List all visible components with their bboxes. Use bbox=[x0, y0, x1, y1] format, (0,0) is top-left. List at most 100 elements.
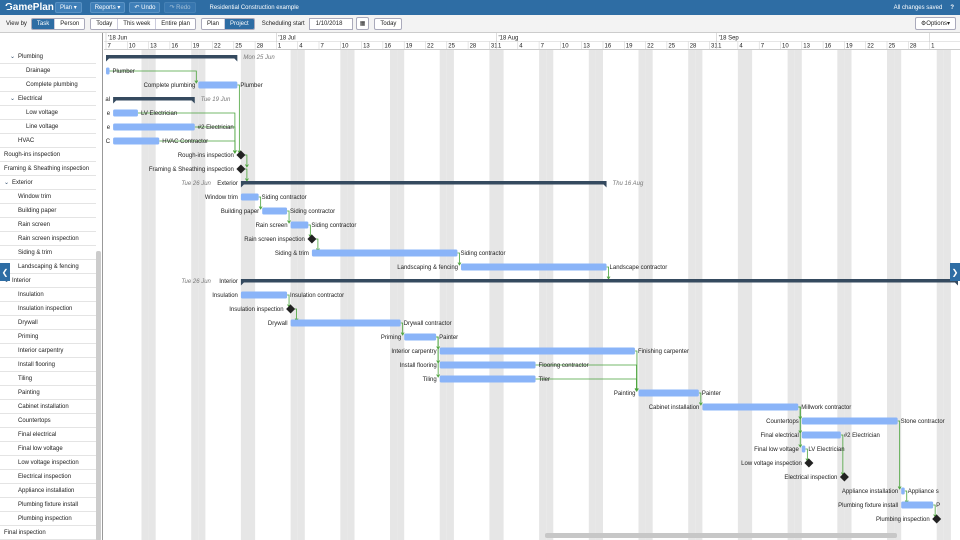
task-row[interactable]: Building paper bbox=[0, 204, 96, 218]
expand-caret-icon[interactable]: ⌄ bbox=[4, 180, 10, 186]
scroll-left-arrow[interactable]: ❮ bbox=[0, 263, 10, 281]
task-bar[interactable] bbox=[106, 67, 110, 75]
task-row[interactable]: ⌄Exterior bbox=[0, 176, 96, 190]
task-row[interactable]: Install flooring bbox=[0, 358, 96, 372]
task-row[interactable]: Line voltage bbox=[0, 120, 96, 134]
task-bar[interactable] bbox=[262, 207, 288, 215]
task-bar[interactable] bbox=[801, 431, 841, 439]
milestone-diamond[interactable] bbox=[286, 304, 296, 314]
task-row[interactable]: Drainage bbox=[0, 64, 96, 78]
view-by-person-button[interactable]: Person bbox=[55, 18, 85, 29]
dependency-link bbox=[159, 140, 237, 154]
task-row[interactable]: Plumbing fixture install bbox=[0, 498, 96, 512]
milestone-diamond[interactable] bbox=[932, 514, 942, 524]
task-row[interactable]: Priming bbox=[0, 330, 96, 344]
entire-plan-button[interactable]: Entire plan bbox=[156, 18, 195, 29]
task-row[interactable]: Framing & Sheathing inspection bbox=[0, 162, 96, 176]
bar-label-left: Interior carpentry bbox=[391, 349, 436, 355]
task-row[interactable]: ⌄Plumbing bbox=[0, 50, 96, 64]
task-bar[interactable] bbox=[198, 81, 238, 89]
summary-bar[interactable] bbox=[106, 55, 238, 59]
summary-bar[interactable] bbox=[240, 279, 958, 283]
task-row[interactable]: Rough-ins inspection bbox=[0, 148, 96, 162]
task-row[interactable]: Rain screen inspection bbox=[0, 232, 96, 246]
timeline-scrollbar[interactable] bbox=[545, 533, 897, 538]
today-range-button[interactable]: Today bbox=[91, 18, 119, 29]
task-bar[interactable] bbox=[113, 137, 160, 145]
task-row[interactable]: Siding & trim bbox=[0, 246, 96, 260]
task-row[interactable]: Plumbing inspection bbox=[0, 512, 96, 526]
task-row[interactable]: Countertops bbox=[0, 414, 96, 428]
task-bar[interactable] bbox=[702, 403, 799, 411]
help-button[interactable]: ? bbox=[950, 4, 954, 11]
task-bar[interactable] bbox=[461, 263, 607, 271]
bar-label-right: Drywall contractor bbox=[404, 321, 452, 327]
task-row[interactable]: Final electrical bbox=[0, 428, 96, 442]
task-bar[interactable] bbox=[113, 109, 138, 117]
calendar-button[interactable]: ▦ bbox=[355, 17, 370, 30]
task-row[interactable]: Low voltage inspection bbox=[0, 456, 96, 470]
expand-caret-icon[interactable]: ⌄ bbox=[10, 96, 16, 102]
project-view-button[interactable]: Project bbox=[225, 18, 254, 29]
milestone-diamond[interactable] bbox=[839, 472, 849, 482]
milestone-diamond[interactable] bbox=[307, 234, 317, 244]
today-button[interactable]: Today bbox=[374, 17, 403, 30]
task-bar[interactable] bbox=[801, 417, 898, 425]
day-label: 1 bbox=[278, 44, 282, 50]
expand-caret-icon[interactable]: ⌄ bbox=[10, 54, 16, 60]
task-row[interactable]: Electrical inspection bbox=[0, 470, 96, 484]
view-by-task-button[interactable]: Task bbox=[31, 18, 56, 29]
task-row[interactable]: Window trim bbox=[0, 190, 96, 204]
task-row[interactable]: Painting bbox=[0, 386, 96, 400]
task-bar[interactable] bbox=[439, 375, 536, 383]
plan-view-button[interactable]: Plan bbox=[201, 18, 225, 29]
reports-menu-button[interactable]: Reports ▾ bbox=[89, 2, 126, 13]
task-bar[interactable] bbox=[439, 347, 635, 355]
expand-caret-icon[interactable]: ⌄ bbox=[4, 278, 10, 284]
bar-label-left: Cabinet installation bbox=[649, 405, 700, 411]
task-bar[interactable] bbox=[404, 333, 437, 341]
redo-button[interactable]: ↷ Redo bbox=[164, 2, 196, 13]
task-bar[interactable] bbox=[638, 389, 699, 397]
task-row[interactable]: Interior carpentry bbox=[0, 344, 96, 358]
this-week-button[interactable]: This week bbox=[118, 18, 157, 29]
task-bar[interactable] bbox=[439, 361, 536, 369]
scheduling-start-input[interactable]: 1/10/2018 bbox=[308, 17, 353, 30]
task-row[interactable]: HVAC bbox=[0, 134, 96, 148]
summary-bar[interactable] bbox=[113, 97, 195, 101]
task-row[interactable]: ⌄Electrical bbox=[0, 92, 96, 106]
task-row[interactable]: Complete plumbing bbox=[0, 78, 96, 92]
task-row[interactable]: Insulation inspection bbox=[0, 302, 96, 316]
scroll-right-arrow[interactable]: ❯ bbox=[950, 263, 960, 281]
task-row[interactable]: Drywall bbox=[0, 316, 96, 330]
milestone-diamond[interactable] bbox=[236, 164, 246, 174]
task-bar[interactable] bbox=[801, 445, 806, 453]
task-bar[interactable] bbox=[901, 501, 934, 509]
summary-bar[interactable] bbox=[240, 181, 607, 185]
task-bar[interactable] bbox=[113, 123, 195, 131]
task-list-scrollbar[interactable] bbox=[96, 251, 101, 540]
task-bar[interactable] bbox=[240, 291, 288, 299]
day-label: 10 bbox=[562, 44, 569, 50]
task-row[interactable]: Final inspection bbox=[0, 526, 96, 540]
milestone-diamond[interactable] bbox=[236, 150, 246, 160]
undo-button[interactable]: ↶ Undo bbox=[129, 2, 161, 13]
task-row[interactable]: Insulation bbox=[0, 288, 96, 302]
milestone-diamond[interactable] bbox=[804, 458, 814, 468]
task-row[interactable]: Appliance installation bbox=[0, 484, 96, 498]
task-row[interactable]: Low voltage bbox=[0, 106, 96, 120]
task-row[interactable]: Cabinet installation bbox=[0, 400, 96, 414]
task-row[interactable]: Final low voltage bbox=[0, 442, 96, 456]
plan-menu-button[interactable]: Plan ▾ bbox=[55, 2, 82, 13]
task-row[interactable]: Tiling bbox=[0, 372, 96, 386]
task-bar[interactable] bbox=[290, 319, 401, 327]
options-button[interactable]: ⚙Options▾ bbox=[914, 17, 956, 30]
task-bar[interactable] bbox=[901, 487, 905, 495]
task-bar[interactable] bbox=[311, 249, 458, 257]
task-row[interactable]: Rain screen bbox=[0, 218, 96, 232]
task-row[interactable]: Landscaping & fencing bbox=[0, 260, 96, 274]
task-row[interactable]: ⌄Interior bbox=[0, 274, 96, 288]
task-name: Electrical bbox=[18, 95, 43, 102]
task-bar[interactable] bbox=[290, 221, 309, 229]
task-bar[interactable] bbox=[240, 193, 259, 201]
